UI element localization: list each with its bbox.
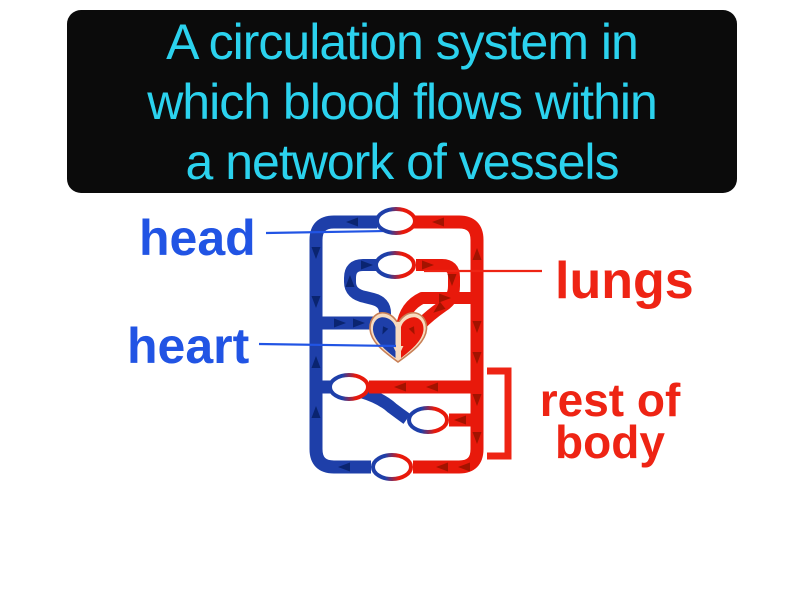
body-s-curve	[359, 386, 411, 424]
rest-of-body-bracket	[487, 367, 512, 460]
heart-icon	[369, 312, 428, 363]
heart-flow-arrowhead	[393, 346, 404, 357]
rest-of-body-line-2: body	[555, 416, 665, 468]
head-leader-line	[265, 229, 386, 235]
definition-line-3: a network of vessels	[185, 133, 620, 190]
pulmonary-artery	[344, 259, 391, 323]
lungs-label: lungs	[555, 252, 694, 310]
heart-right-chamber	[401, 317, 424, 358]
heart-left-chamber	[372, 317, 396, 358]
body-capillary-bed-upper	[328, 373, 370, 401]
body-capillary-bed-lower	[371, 453, 413, 481]
body-capillary-bed-middle	[407, 406, 449, 434]
leader-lines	[265, 229, 542, 273]
heart-leader-line	[258, 342, 397, 348]
definition-line-1: A circulation system in	[166, 13, 639, 70]
definition-line-2: which blood flows within	[147, 73, 658, 130]
definition-banner: A circulation system in which blood flow…	[67, 10, 737, 193]
heart-label: heart	[127, 318, 250, 374]
lungs-capillary-bed	[374, 251, 416, 279]
rest-of-body-label: rest of body	[520, 374, 700, 468]
capillary-beds	[328, 207, 449, 481]
rest-of-body-line-1: rest of	[539, 374, 681, 426]
head-capillary-bed	[375, 207, 417, 235]
head-label: head	[139, 210, 256, 266]
